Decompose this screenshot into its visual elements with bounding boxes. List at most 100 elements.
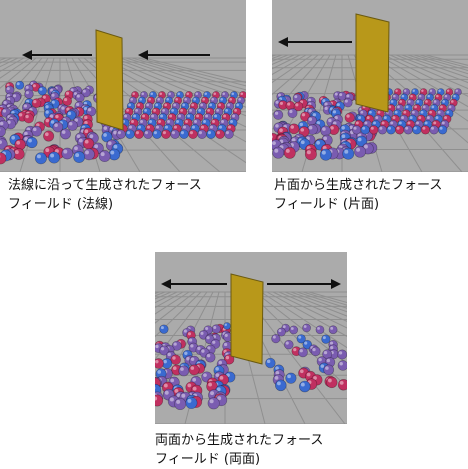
particle-highlight [266, 359, 271, 364]
particle-highlight [390, 100, 394, 103]
particle-highlight [155, 125, 160, 129]
caption-normal: 法線に沿って生成されたフォース フィールド (法線) [8, 176, 202, 214]
particle-highlight [173, 342, 177, 346]
particle-highlight [407, 100, 411, 103]
particle-highlight [87, 108, 92, 112]
particle [207, 397, 220, 410]
particle-highlight [176, 393, 181, 398]
particle [328, 325, 338, 335]
particle-highlight [140, 120, 143, 123]
caption-line-1: 片面から生成されたフォース [274, 178, 443, 193]
particle-highlight [155, 103, 159, 107]
particle-highlight [375, 116, 379, 120]
particle-highlight [444, 94, 448, 98]
particle-highlight [185, 120, 188, 123]
particle-highlight [223, 114, 227, 118]
particle-highlight [232, 114, 236, 118]
particle-highlight [224, 333, 228, 338]
particle-highlight [113, 130, 117, 135]
particle-highlight [339, 361, 343, 366]
particle-highlight [144, 109, 147, 112]
particle-highlight [133, 114, 137, 118]
particle [326, 376, 338, 389]
particle-highlight [229, 97, 232, 101]
particle-highlight [187, 332, 192, 336]
caption-line-2: フィールド (両面) [155, 452, 261, 467]
particle-highlight [172, 356, 176, 360]
particle-highlight [11, 135, 16, 140]
particle-highlight [162, 109, 165, 112]
particle-highlight [212, 120, 215, 123]
particle-highlight [274, 376, 279, 380]
particle [31, 98, 42, 109]
particle-highlight [330, 126, 334, 130]
particle [342, 147, 355, 160]
particle-highlight [206, 353, 211, 358]
caption-line-1: 法線に沿って生成されたフォース [8, 178, 202, 193]
particle-highlight [304, 341, 308, 345]
particle-highlight [33, 100, 37, 104]
particle-highlight [45, 110, 49, 114]
force-field-plane [95, 29, 124, 131]
particle [437, 125, 448, 135]
particle-highlight [153, 131, 157, 135]
scene-one-side [272, 0, 468, 172]
particle-highlight [169, 114, 173, 118]
particle-highlight [164, 390, 169, 395]
particle-highlight [194, 120, 197, 123]
particle-highlight [339, 380, 344, 385]
particle-highlight [421, 89, 424, 92]
particle-highlight [25, 91, 29, 95]
arrow-left-icon [278, 37, 352, 47]
particle [31, 125, 42, 137]
particle [223, 354, 235, 365]
particle-highlight [430, 126, 434, 130]
particle-highlight [51, 100, 55, 104]
particle-highlight [24, 137, 28, 141]
particle [185, 396, 198, 409]
particle [159, 324, 169, 334]
particle-highlight [240, 92, 244, 95]
particle-highlight [395, 89, 398, 92]
particle [293, 101, 304, 112]
particle-highlight [209, 399, 214, 404]
particle-highlight [442, 100, 445, 103]
particle-highlight [186, 357, 190, 361]
particle-highlight [66, 91, 70, 95]
particle-highlight [373, 121, 376, 125]
particle-highlight [289, 109, 293, 114]
particle-highlight [24, 131, 28, 136]
particle-highlight [222, 92, 226, 95]
arrow-left-icon [161, 279, 227, 289]
particle-highlight [369, 110, 372, 114]
particle-highlight [61, 106, 65, 110]
particle-highlight [412, 89, 415, 92]
particle-highlight [193, 97, 196, 101]
particle-highlight [216, 387, 221, 392]
particle-highlight [162, 131, 166, 135]
particle-highlight [323, 136, 328, 141]
particle-highlight [324, 106, 328, 110]
particle [0, 152, 7, 165]
particle [15, 80, 25, 90]
particle-highlight [290, 125, 295, 129]
particle-highlight [198, 109, 201, 112]
particle-highlight [157, 97, 160, 101]
particle-highlight [370, 126, 374, 130]
particle-highlight [135, 131, 139, 135]
particle-highlight [333, 121, 337, 125]
particle [73, 151, 86, 164]
particle-highlight [278, 329, 282, 333]
particle-highlight [360, 110, 364, 114]
particle-highlight [322, 145, 327, 150]
particle-highlight [32, 127, 37, 132]
particle [284, 339, 294, 350]
particle-highlight [85, 150, 89, 155]
particle-highlight [82, 89, 86, 93]
particle-highlight [330, 326, 334, 330]
particle-highlight [36, 123, 40, 127]
particle-highlight [167, 352, 171, 357]
particle [62, 96, 73, 106]
particle-highlight [328, 378, 332, 383]
particle-highlight [440, 105, 443, 109]
